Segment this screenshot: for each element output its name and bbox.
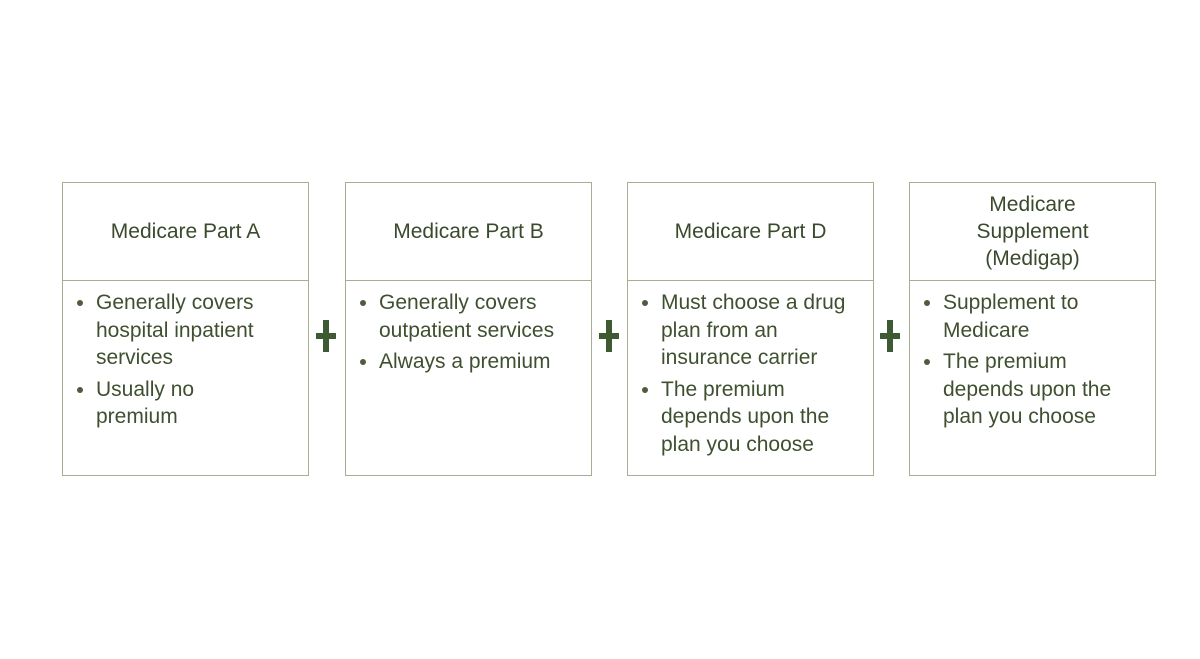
card-title: Medicare Part B bbox=[393, 220, 544, 243]
card-part-a: Medicare Part A Generally covers hospita… bbox=[62, 182, 309, 476]
bullet-icon bbox=[77, 300, 83, 306]
plus-icon bbox=[880, 320, 900, 352]
list-item: Must choose a drug plan from an insuranc… bbox=[640, 289, 863, 372]
list-item: Usually no premium bbox=[75, 376, 298, 431]
bullet-icon bbox=[77, 386, 83, 393]
bullet-text: Always a premium bbox=[379, 350, 551, 373]
bullet-icon bbox=[642, 300, 648, 306]
bullet-list: Must choose a drug plan from an insuranc… bbox=[640, 289, 863, 458]
bullet-text: Usually no premium bbox=[96, 377, 195, 429]
bullet-text: Supplement to Medicare bbox=[943, 291, 1079, 342]
card-body: Generally covers outpatient services Alw… bbox=[346, 281, 591, 376]
list-item: The premium depends upon the plan you ch… bbox=[640, 376, 863, 459]
bullet-text: Generally covers outpatient services bbox=[379, 291, 555, 342]
card-part-d: Medicare Part D Must choose a drug plan … bbox=[627, 182, 874, 476]
plus-icon bbox=[599, 320, 619, 352]
bullet-text: The premium depends upon the plan you ch… bbox=[661, 377, 830, 456]
bullet-text: Generally covers hospital inpatient serv… bbox=[96, 291, 254, 369]
card-body: Must choose a drug plan from an insuranc… bbox=[628, 281, 873, 458]
plus-icon bbox=[316, 320, 336, 352]
bullet-icon bbox=[924, 359, 930, 365]
card-title: Medicare Part D bbox=[674, 220, 827, 243]
card-title: Medicare Part A bbox=[110, 220, 261, 243]
list-item: Supplement to Medicare bbox=[922, 289, 1145, 344]
list-item: Generally covers outpatient services bbox=[358, 289, 581, 344]
list-item: The premium depends upon the plan you ch… bbox=[922, 348, 1145, 431]
card-body: Supplement to Medicare The premium depen… bbox=[910, 281, 1155, 431]
card-header: Medicare Part B bbox=[346, 183, 591, 281]
card-header: Medicare Supplement (Medigap) bbox=[910, 183, 1155, 281]
list-item: Generally covers hospital inpatient serv… bbox=[75, 289, 298, 372]
bullet-list: Generally covers outpatient services Alw… bbox=[358, 289, 581, 376]
card-header: Medicare Part A bbox=[63, 183, 308, 281]
card-title: Medicare Supplement (Medigap) bbox=[976, 193, 1089, 270]
bullet-text: Must choose a drug plan from an insuranc… bbox=[661, 291, 846, 369]
bullet-icon bbox=[924, 300, 930, 306]
card-body: Generally covers hospital inpatient serv… bbox=[63, 281, 308, 431]
bullet-icon bbox=[642, 386, 648, 393]
card-part-b: Medicare Part B Generally covers outpati… bbox=[345, 182, 592, 476]
bullet-text: The premium depends upon the plan you ch… bbox=[943, 350, 1112, 428]
bullet-list: Generally covers hospital inpatient serv… bbox=[75, 289, 298, 431]
card-medigap: Medicare Supplement (Medigap) Supplement… bbox=[909, 182, 1156, 476]
card-header: Medicare Part D bbox=[628, 183, 873, 281]
bullet-list: Supplement to Medicare The premium depen… bbox=[922, 289, 1145, 431]
list-item: Always a premium bbox=[358, 348, 581, 376]
bullet-icon bbox=[360, 359, 366, 365]
bullet-icon bbox=[360, 300, 366, 306]
